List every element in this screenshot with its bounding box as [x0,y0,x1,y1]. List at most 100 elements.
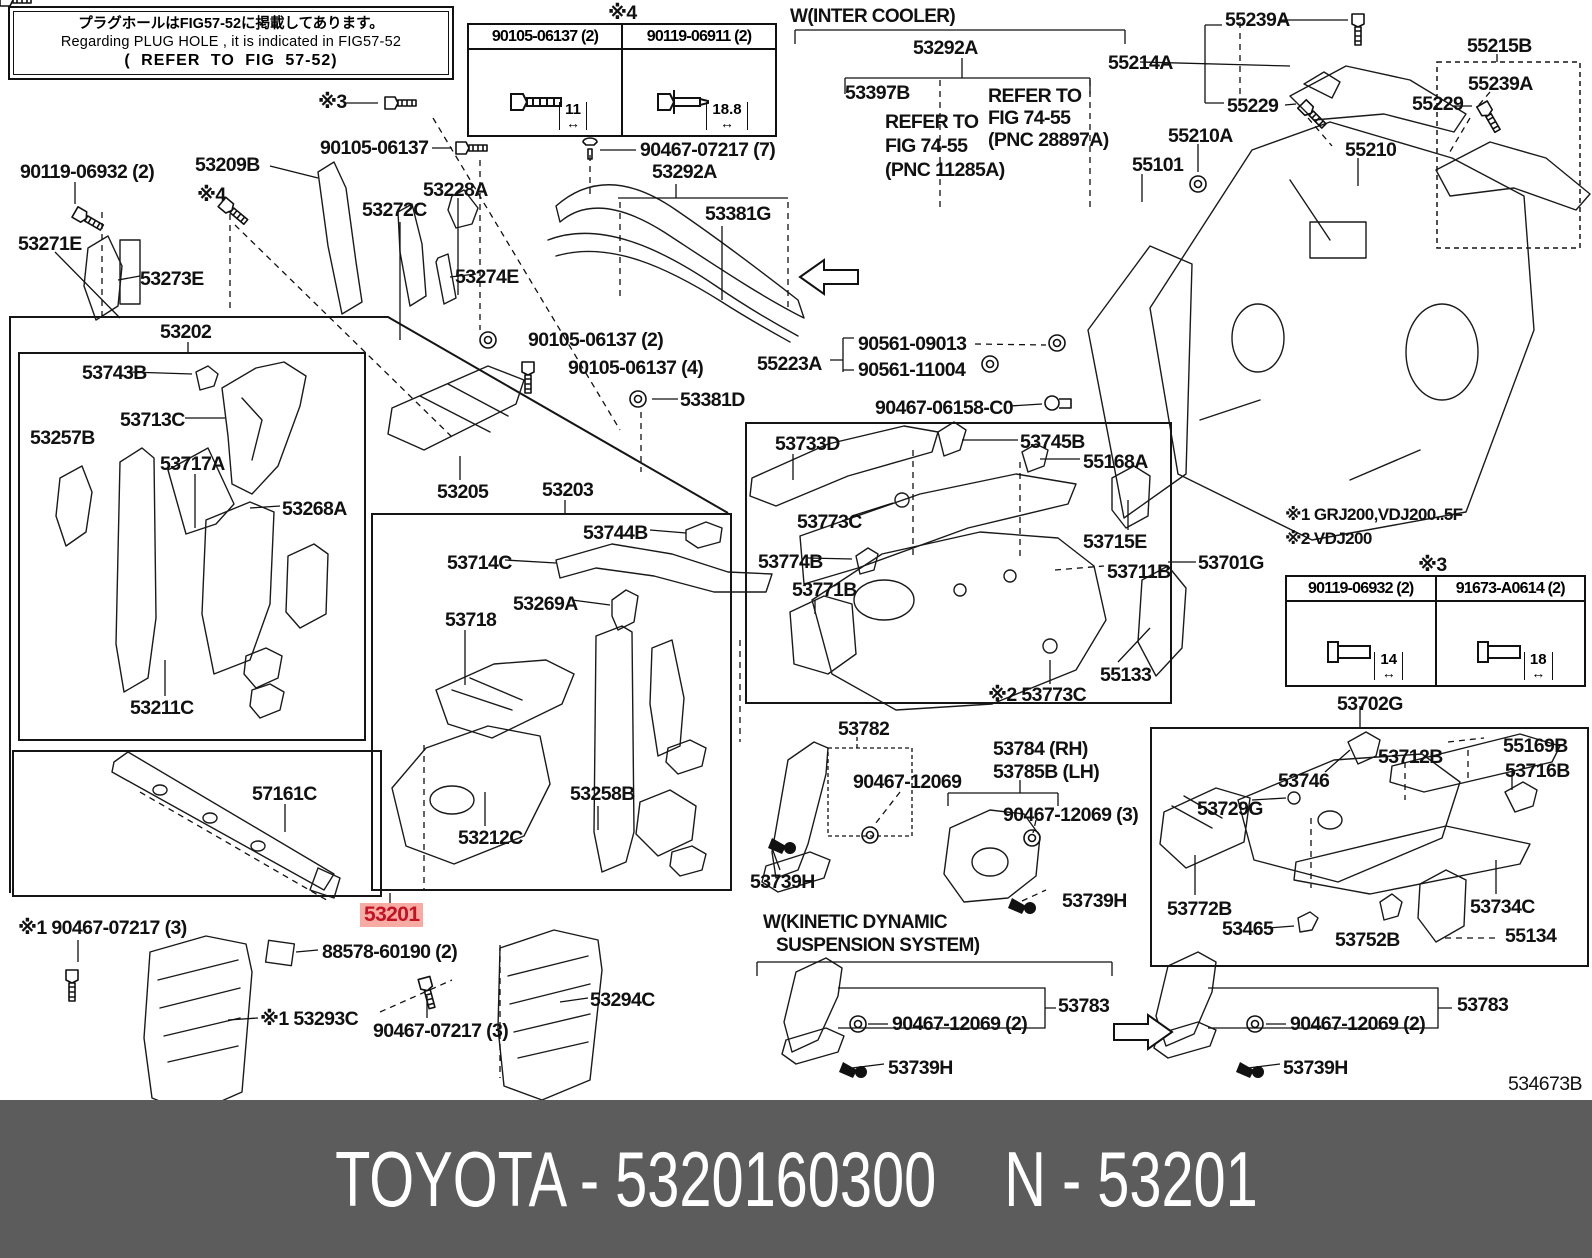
footer-n-code: N - 53201 [1003,1134,1258,1223]
part-label-53702g: 53702G [1337,693,1403,715]
part-label-fig-74-55: FIG 74-55 [988,107,1071,129]
part-label-refer-to: REFER TO [988,85,1082,107]
part-label-53784-rh: 53784 (RH) [993,738,1088,760]
part-label-53272c: 53272C [362,199,427,221]
group-box-53702g [1150,727,1589,967]
part-label-53771b: 53771B [792,579,857,601]
part-label-53717a: 53717A [160,453,225,475]
part-label-53292a: 53292A [913,37,978,59]
part-label-53294c: 53294C [590,989,655,1011]
part-label-53274e: 53274E [455,266,519,288]
part-label-90561-11004: 90561-11004 [858,359,966,381]
part-label-53733d: 53733D [775,433,840,455]
part-label-53739h: 53739H [888,1057,953,1079]
part-label-90467-12069-2: 90467-12069 (2) [1290,1013,1426,1035]
part-label-w-inter-cooler: W(INTER COOLER) [790,6,956,27]
part-label-53772b: 53772B [1167,898,1232,920]
direction-arrows [798,258,1174,1051]
part-label-53739h: 53739H [1062,890,1127,912]
part-label-1-90467-07217-3: ※1 90467-07217 (3) [18,917,187,939]
fastener-cell: 91673-A0614 (2) 18 ↔ [1434,577,1585,685]
bolt-dimension: 18.8 ↔ [706,102,748,130]
part-label-53773c: 53773C [797,511,862,533]
fastener-drawing: 18.8 ↔ [623,50,775,135]
part-label-53257b: 53257B [30,427,95,449]
part-label-53739h: 53739H [750,871,815,893]
part-label-57161c: 57161C [252,783,317,805]
part-label-4: ※4 [608,2,637,24]
flange-bolt-icon [1476,641,1521,663]
part-label-53783: 53783 [1457,994,1509,1016]
part-label-55134: 55134 [1505,925,1557,947]
part-label-55215b: 55215B [1467,35,1532,57]
fastener-drawing: 11 ↔ [469,50,621,135]
part-label-90467-07217-3: 90467-07217 (3) [373,1020,509,1042]
part-label-90119-06932-2: 90119-06932 (2) [20,161,155,183]
part-label-pnc-28897a: (PNC 28897A) [988,129,1109,151]
footer-text: TOYOTA - 5320160300 N - 53201 [335,1134,1258,1225]
part-label-pnc-11285a: (PNC 11285A) [885,159,1005,181]
part-label-53273e: 53273E [140,268,204,290]
part-label-53714c: 53714C [447,552,512,574]
part-label-53201: 53201 [360,903,424,928]
part-label-55223a: 55223A [757,353,822,375]
part-label-53212c: 53212C [458,827,523,849]
note-japanese: プラグホールはFIG57-52に掲載してあります。 [78,15,384,32]
part-label-90561-09013: 90561-09013 [858,333,967,355]
plug-hole-note-inner: プラグホールはFIG57-52に掲載してあります。 Regarding PLUG… [13,11,449,75]
part-label-53465: 53465 [1222,918,1274,940]
bolt-icon [510,93,563,111]
part-label-53774b: 53774B [758,551,823,573]
part-label-53782: 53782 [838,718,890,740]
group-box-53733-cluster [745,422,1172,704]
fastener-icons [0,0,1504,1078]
part-label-53744b: 53744B [583,522,648,544]
part-label-w-kinetic-dynamic: W(KINETIC DYNAMIC [763,912,948,933]
part-label-53268a: 53268A [282,498,347,520]
fastener-part-number: 90119-06932 (2) [1287,577,1435,602]
note-refer: ( REFER TO FIG 57-52) [124,52,338,70]
part-label-53211c: 53211C [130,697,194,719]
part-label-53209b: 53209B [195,154,260,176]
dimension-arrow-icon: ↔ [1531,665,1546,682]
part-label-55210: 55210 [1345,139,1397,161]
group-box-57161 [12,750,382,897]
group-box-53202-inner [18,352,366,741]
part-label-53292a: 53292A [652,161,717,183]
part-label-53715e: 53715E [1083,531,1147,553]
part-label-90467-06158-c0: 90467-06158-C0 [875,397,1014,419]
part-label-90105-06137-2: 90105-06137 (2) [528,329,664,351]
fastener-cell: 90105-06137 (2) 11 ↔ [469,25,621,135]
arrow-right-icon [1113,1013,1174,1051]
part-label-53745b: 53745B [1020,431,1085,453]
arrow-left-icon [798,258,859,296]
part-label-90105-06137: 90105-06137 [320,137,429,159]
part-label-90105-06137-4: 90105-06137 (4) [568,357,704,379]
part-label-4: ※4 [197,184,226,206]
footer-banner: TOYOTA - 5320160300 N - 53201 [0,1100,1592,1258]
part-label-1-grj200-vdj200-5f: ※1 GRJ200,VDJ200..5F [1285,505,1463,524]
part-label-55239a: 55239A [1468,73,1533,95]
part-label-53711b: 53711B [1107,561,1171,583]
part-label-53716b: 53716B [1505,760,1570,782]
fastener-table-right: 90119-06932 (2) 14 ↔ 91673-A0614 (2) 18 [1285,575,1586,687]
part-label-55229: 55229 [1412,93,1464,115]
fastener-part-number: 90119-06911 (2) [623,25,775,50]
part-label-53712b: 53712B [1378,746,1443,768]
part-label-90467-07217-7: 90467-07217 (7) [640,139,776,161]
part-label-fig-74-55: FIG 74-55 [885,135,968,157]
bolt-dimension: 11 ↔ [559,102,587,130]
dimension-arrow-icon: ↔ [1381,665,1396,682]
part-label-53381d: 53381D [680,389,745,411]
part-label-53746: 53746 [1278,770,1330,792]
part-label-55239a: 55239A [1225,9,1290,31]
part-label-53783: 53783 [1058,995,1110,1017]
part-label-53734c: 53734C [1470,896,1535,918]
bolt-dimension: 18 ↔ [1523,652,1553,682]
fastener-drawing: 18 ↔ [1437,602,1585,685]
part-label-53718: 53718 [445,609,497,631]
part-label-53739h: 53739H [1283,1057,1348,1079]
part-label-53228a: 53228A [423,179,488,201]
part-label-90467-12069-3: 90467-12069 (3) [1003,804,1139,826]
